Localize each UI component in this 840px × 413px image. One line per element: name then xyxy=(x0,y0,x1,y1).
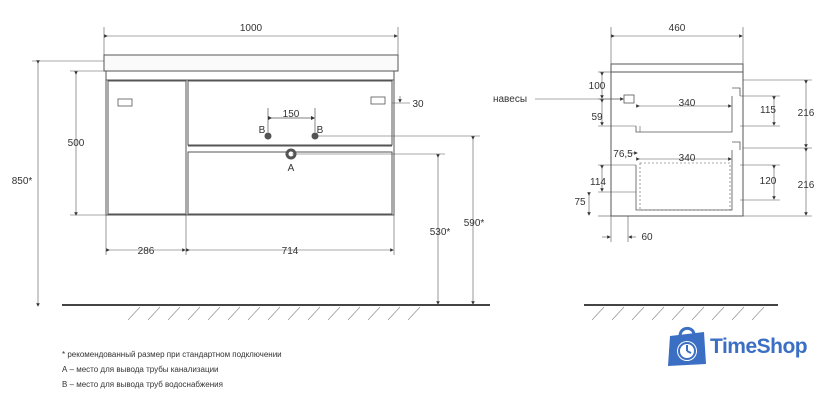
dim-drawer-front-120: 120 xyxy=(760,176,777,187)
dim-top-offset: 100 xyxy=(589,81,606,92)
dim-width-total: 1000 xyxy=(240,23,263,34)
countertop-front xyxy=(103,54,399,72)
front-labels: 1000 850* 500 286 714 150 B B A 30 530* … xyxy=(12,23,485,257)
dim-left-section: 286 xyxy=(138,246,155,257)
front-view xyxy=(32,27,490,321)
handle-right xyxy=(370,96,386,105)
dim-gap-59: 59 xyxy=(591,112,603,123)
dim-height-216-bottom: 216 xyxy=(798,180,815,191)
dim-gap-75: 75 xyxy=(574,197,586,208)
dim-right-section: 714 xyxy=(282,246,299,257)
dim-pipe-spacing: 150 xyxy=(283,109,300,120)
right-bottom-drawer xyxy=(187,151,393,215)
right-top-drawer xyxy=(187,80,393,146)
label-inlet-right: B xyxy=(317,125,324,136)
drawer-top-side xyxy=(635,96,733,133)
side-view xyxy=(535,27,812,321)
dim-drawer-front-115: 115 xyxy=(760,105,776,116)
dim-handle-offset: 30 xyxy=(412,99,424,110)
shopping-bag-clock-icon xyxy=(668,326,706,366)
label-drain: A xyxy=(288,163,295,174)
drawer-bottom-side xyxy=(635,150,733,211)
dim-drawer-depth-top: 340 xyxy=(679,98,696,109)
dim-drain-height: 530* xyxy=(430,227,451,238)
note-a: А – место для вывода трубы канализации xyxy=(62,365,219,374)
side-labels: 460 навесы 100 59 340 340 76,5 114 75 11… xyxy=(493,23,815,243)
dim-height-216-top: 216 xyxy=(798,108,815,119)
left-door xyxy=(107,80,187,215)
label-hinges: навесы xyxy=(493,94,527,105)
cabinet-body-side xyxy=(610,63,744,217)
dim-gap-76-5: 76,5 xyxy=(613,149,633,160)
inlet-left-icon xyxy=(264,132,272,140)
cabinet-body-front xyxy=(105,70,395,216)
dim-height-total: 850* xyxy=(12,176,33,187)
logo-text: TimeShop xyxy=(710,335,808,358)
timeshop-logo: TimeShop xyxy=(664,322,834,372)
note-b: В – место для вывода труб водоснабжения xyxy=(62,380,223,389)
handle-left xyxy=(117,98,133,107)
dim-inlet-height: 590* xyxy=(464,218,485,229)
dim-bottom-offset: 60 xyxy=(641,232,653,243)
hinge-icon xyxy=(623,94,635,104)
dim-body-height: 500 xyxy=(68,138,85,149)
dim-depth-total: 460 xyxy=(669,23,686,34)
dim-gap-114: 114 xyxy=(590,177,606,188)
dim-drawer-depth-bottom: 340 xyxy=(679,153,696,164)
label-inlet-left: B xyxy=(259,125,266,136)
note-star: * рекомендованный размер при стандартном… xyxy=(62,350,282,359)
